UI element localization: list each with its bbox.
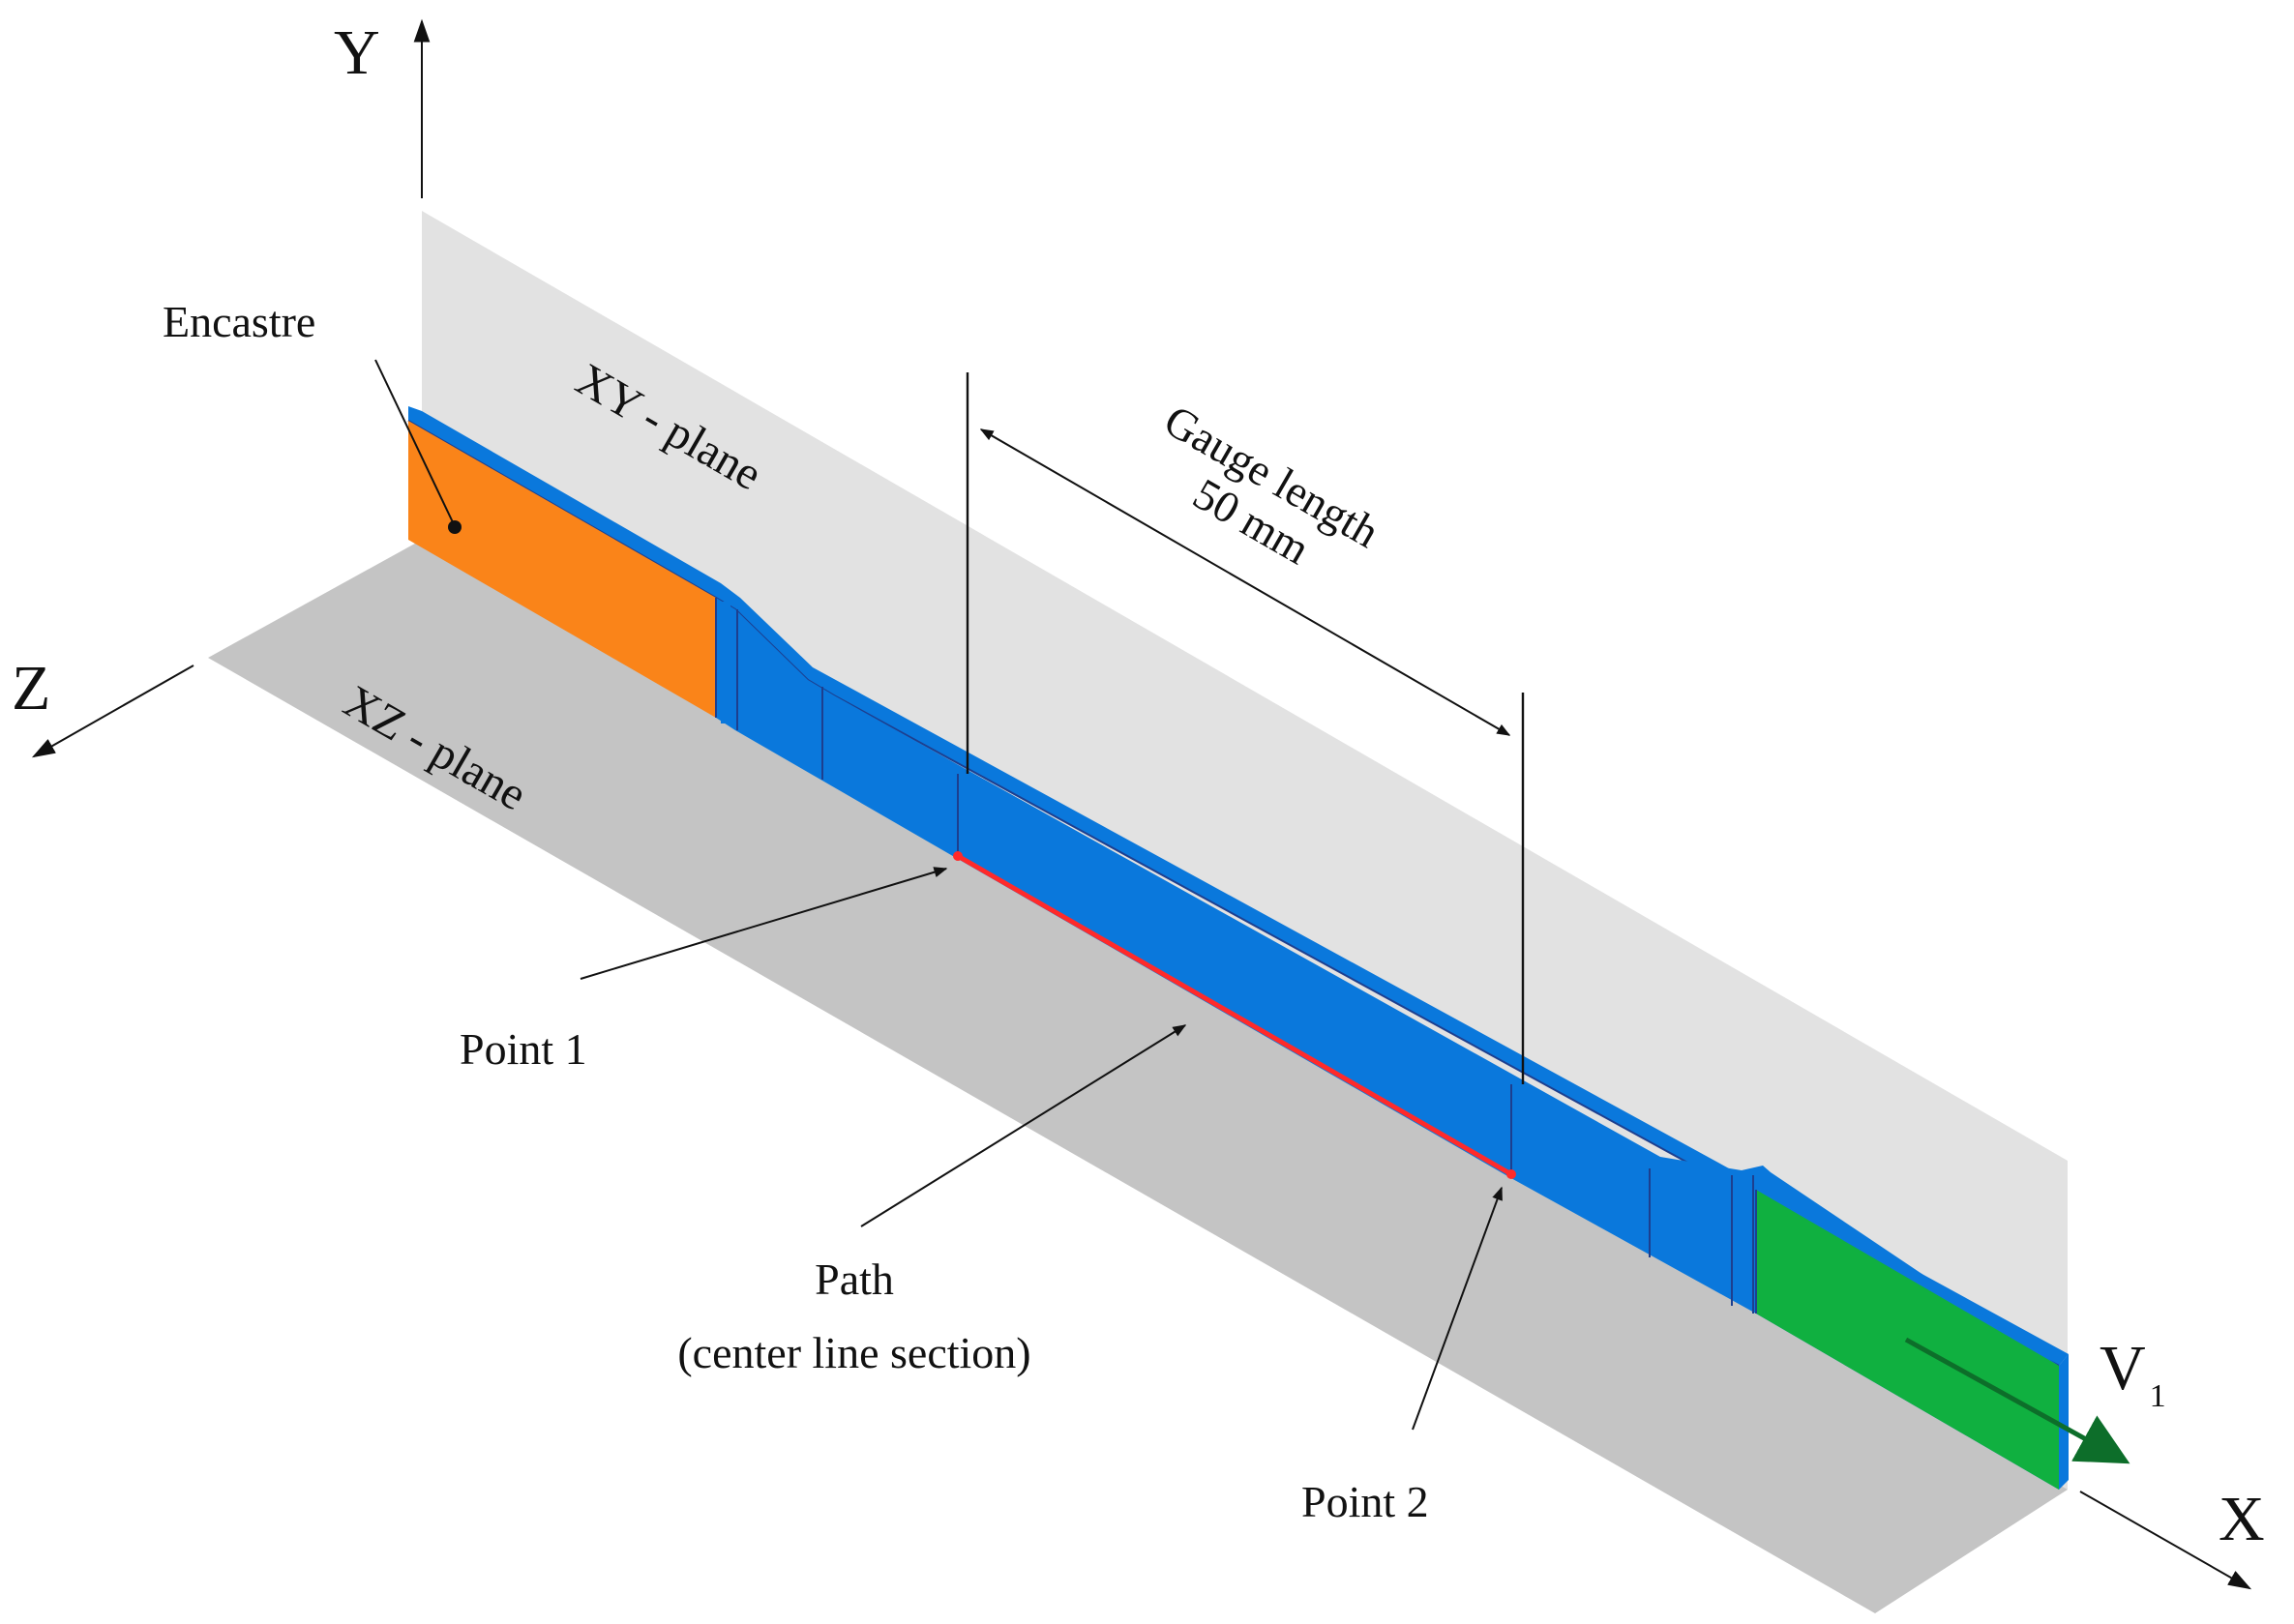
point2-leader [1412, 1186, 1503, 1431]
xz-plane [208, 540, 2068, 1613]
point1-marker [953, 851, 963, 861]
gauge-dimension-arrow [979, 428, 1511, 736]
point2-marker [1506, 1169, 1516, 1179]
x-axis-label: X [2219, 1484, 2265, 1554]
specimen-front-face [716, 598, 2059, 1490]
encastre-dot [448, 520, 462, 534]
y-axis-label: Y [334, 17, 380, 88]
point2-label: Point 2 [1301, 1477, 1429, 1526]
encastre-face [408, 421, 716, 718]
point1-leader [580, 867, 948, 980]
velocity-subscript: 1 [2150, 1378, 2166, 1414]
velocity-arrow [1904, 1337, 2130, 1464]
encastre-label: Encastre [163, 297, 315, 346]
x-axis-arrow [2079, 1491, 2252, 1590]
z-axis-label: Z [12, 653, 50, 723]
velocity-symbol: V [2100, 1333, 2146, 1403]
point1-label: Point 1 [460, 1024, 587, 1074]
z-axis-arrow [31, 664, 194, 758]
path-label: Path [815, 1255, 894, 1304]
path-line [956, 853, 1513, 1177]
specimen-end-face [2059, 1354, 2069, 1490]
path-sublabel: (center line section) [677, 1328, 1030, 1377]
path-leader [860, 1024, 1187, 1227]
encastre-leader [374, 359, 454, 523]
